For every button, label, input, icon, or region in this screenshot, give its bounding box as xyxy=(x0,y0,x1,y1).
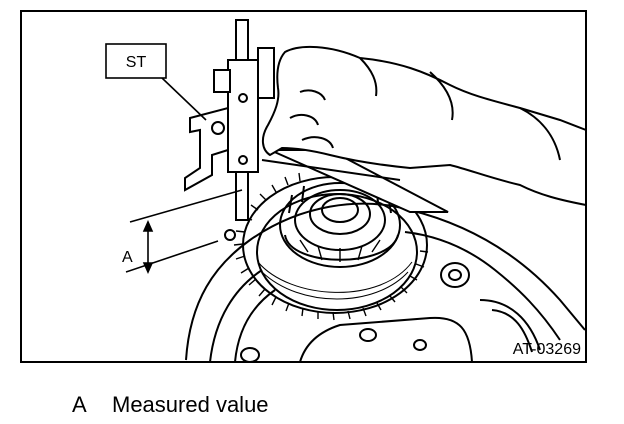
st-callout-label: ST xyxy=(126,54,147,71)
st-leader-line xyxy=(161,77,207,121)
legend-text: Measured value xyxy=(112,392,269,417)
dimension-label-a: A xyxy=(122,249,133,266)
st-callout xyxy=(105,43,207,121)
depth-gauge-tool xyxy=(184,19,275,221)
transmission-case xyxy=(185,202,586,363)
dimension-a xyxy=(125,189,243,274)
extension-line-top xyxy=(129,189,243,223)
hand xyxy=(262,45,587,207)
extension-line-bottom xyxy=(125,240,219,273)
ring-gear xyxy=(233,172,429,321)
legend-key: A xyxy=(72,392,87,417)
legend-caption: A Measured value xyxy=(72,392,269,418)
bearing-assembly xyxy=(279,182,401,268)
figure-id: AT-03269 xyxy=(513,341,581,358)
